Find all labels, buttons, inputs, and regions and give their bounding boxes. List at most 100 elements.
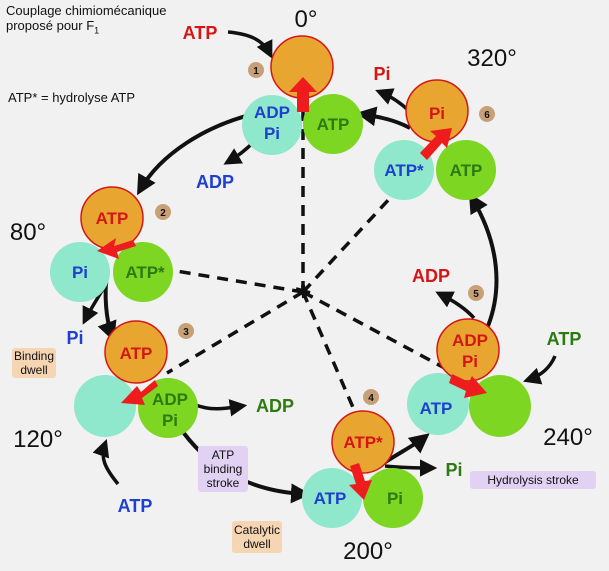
rotor-axis	[295, 284, 311, 299]
state-5-orange-subunit	[436, 318, 500, 382]
rotor-spokes	[151, 108, 453, 413]
step-4-number: 4	[368, 393, 374, 404]
legend-note: ATP* = hydrolyse ATP	[8, 90, 136, 105]
state-5-rotor-arrow	[449, 374, 487, 398]
state-5-cyan-label: ATP	[420, 399, 453, 418]
label-atp-in-top: ATP	[183, 23, 218, 43]
state-6-green-label: ATP	[450, 161, 483, 180]
angle-80: 80°	[10, 219, 46, 246]
state-4-orange-label: ATP*	[343, 433, 383, 452]
arrow-0-to-80	[137, 111, 259, 196]
state-6-green-subunit	[436, 140, 496, 200]
arrow-240-to-320	[468, 192, 499, 327]
label-pi-out-80: Pi	[66, 328, 83, 348]
state-1-green-label: ATP	[317, 115, 350, 134]
step-2-bubble	[155, 204, 171, 220]
binding-dwell-bg	[12, 348, 56, 378]
atp-binding-stroke-line-3: stroke	[207, 476, 240, 490]
title-line-2-text: proposé pour F	[6, 18, 95, 33]
phase-tags: Binding dwell ATP binding stroke Catalyt…	[12, 348, 596, 553]
state-4-green-label: Pi	[387, 489, 403, 508]
state-3-orange-label: ATP	[120, 344, 153, 363]
label-atp-in-120: ATP	[118, 496, 153, 516]
state-2-green-subunit	[113, 242, 173, 302]
state-5-orange-line-1: ADP	[452, 331, 488, 350]
state-3-green-line-2: Pi	[162, 411, 178, 430]
state-4-rotor-arrow	[349, 463, 372, 500]
state-6: Pi ATP* ATP 6	[374, 79, 496, 200]
label-adp-out-120: ADP	[256, 396, 294, 416]
atp-binding-stroke-line-1: ATP	[212, 448, 234, 462]
state-6-orange-label: Pi	[429, 104, 445, 123]
flux-adp-out-120	[192, 399, 248, 417]
binding-dwell-line-2: dwell	[20, 363, 47, 377]
state-5-cyan-subunit	[407, 373, 469, 435]
step-1-bubble	[248, 62, 264, 78]
state-3-rotor-arrow	[121, 380, 158, 405]
state-4-green-subunit	[363, 468, 423, 528]
state-6-cyan-subunit	[374, 140, 434, 200]
diagram-title: Couplage chimiomécanique proposé pour F1	[6, 3, 166, 39]
flux-atp-in-240	[523, 355, 557, 385]
state-2-rotor-arrow	[97, 238, 136, 259]
catalytic-dwell-line-2: dwell	[243, 537, 270, 551]
angle-0: 0°	[295, 6, 318, 33]
title-subscript: 1	[94, 25, 100, 36]
state-5: ADP Pi ATP 5	[407, 285, 531, 437]
title-line-1: Couplage chimiomécanique	[6, 3, 167, 18]
atp-binding-stroke-bg	[198, 446, 248, 492]
step-2-number: 2	[160, 208, 166, 219]
angle-200: 200°	[343, 538, 393, 565]
angle-240: 240°	[543, 424, 593, 451]
step-6-bubble	[479, 106, 495, 122]
state-2-green-label: ATP*	[125, 263, 165, 282]
spoke-120	[166, 290, 304, 375]
state-1: ADP Pi ATP 1	[242, 35, 363, 155]
step-4-bubble	[363, 389, 379, 405]
state-4-orange-subunit	[331, 410, 395, 474]
state-2-cyan-subunit	[50, 242, 110, 302]
catalytic-dwell-bg	[232, 521, 282, 553]
atp-binding-stroke-line-2: binding	[204, 462, 243, 476]
step-5-bubble	[468, 285, 484, 301]
step-3-bubble	[178, 323, 194, 339]
state-4-cyan-subunit	[302, 468, 362, 528]
label-pi-out-200: Pi	[445, 460, 462, 480]
state-1-green-subunit	[303, 94, 363, 154]
label-pi-out-320: Pi	[373, 64, 390, 84]
state-3-green-line-1: ADP	[152, 390, 188, 409]
state-3-orange-subunit	[104, 320, 168, 384]
label-adp-out-1: ADP	[196, 172, 234, 192]
spoke-240	[302, 290, 453, 374]
spoke-320	[301, 194, 394, 294]
state-1-cyan-line-2: Pi	[264, 124, 280, 143]
angle-labels: 0° 320° 80° 120° 240° 200°	[10, 6, 593, 565]
flux-atp-in-top	[227, 30, 273, 59]
title-line-2: proposé pour F1	[6, 18, 166, 39]
state-4: ATP* ATP Pi 4	[302, 389, 423, 528]
state-2-cyan-label: Pi	[72, 263, 88, 282]
spoke-80	[151, 265, 304, 294]
flux-adp-out-240	[435, 291, 476, 320]
arrow-320-to-0	[356, 106, 411, 130]
label-adp-out-240: ADP	[412, 266, 450, 286]
state-1-cyan-line-1: ADP	[254, 103, 290, 122]
state-6-rotor-arrow	[420, 128, 452, 160]
label-atp-in-240: ATP	[547, 329, 582, 349]
flux-pi-out-200	[384, 459, 438, 477]
step-3-number: 3	[183, 327, 189, 338]
binding-dwell-line-1: Binding	[14, 349, 54, 363]
step-1-number: 1	[253, 66, 259, 77]
flux-labels: ATP ADP Pi ADP ATP Pi ADP ATP Pi	[66, 23, 581, 516]
state-3-cyan-subunit	[74, 375, 136, 437]
catalytic-dwell-line-1: Catalytic	[234, 523, 280, 537]
spoke-200	[301, 291, 357, 413]
step-6-number: 6	[484, 110, 490, 121]
state-6-cyan-label: ATP*	[384, 161, 424, 180]
state-3: ATP ADP Pi 3	[74, 320, 198, 438]
state-1-rotor-arrow	[289, 77, 317, 112]
hydrolysis-stroke-bg	[470, 471, 596, 489]
state-2: ATP Pi ATP* 2	[50, 186, 173, 302]
state-3-green-subunit	[138, 378, 198, 438]
